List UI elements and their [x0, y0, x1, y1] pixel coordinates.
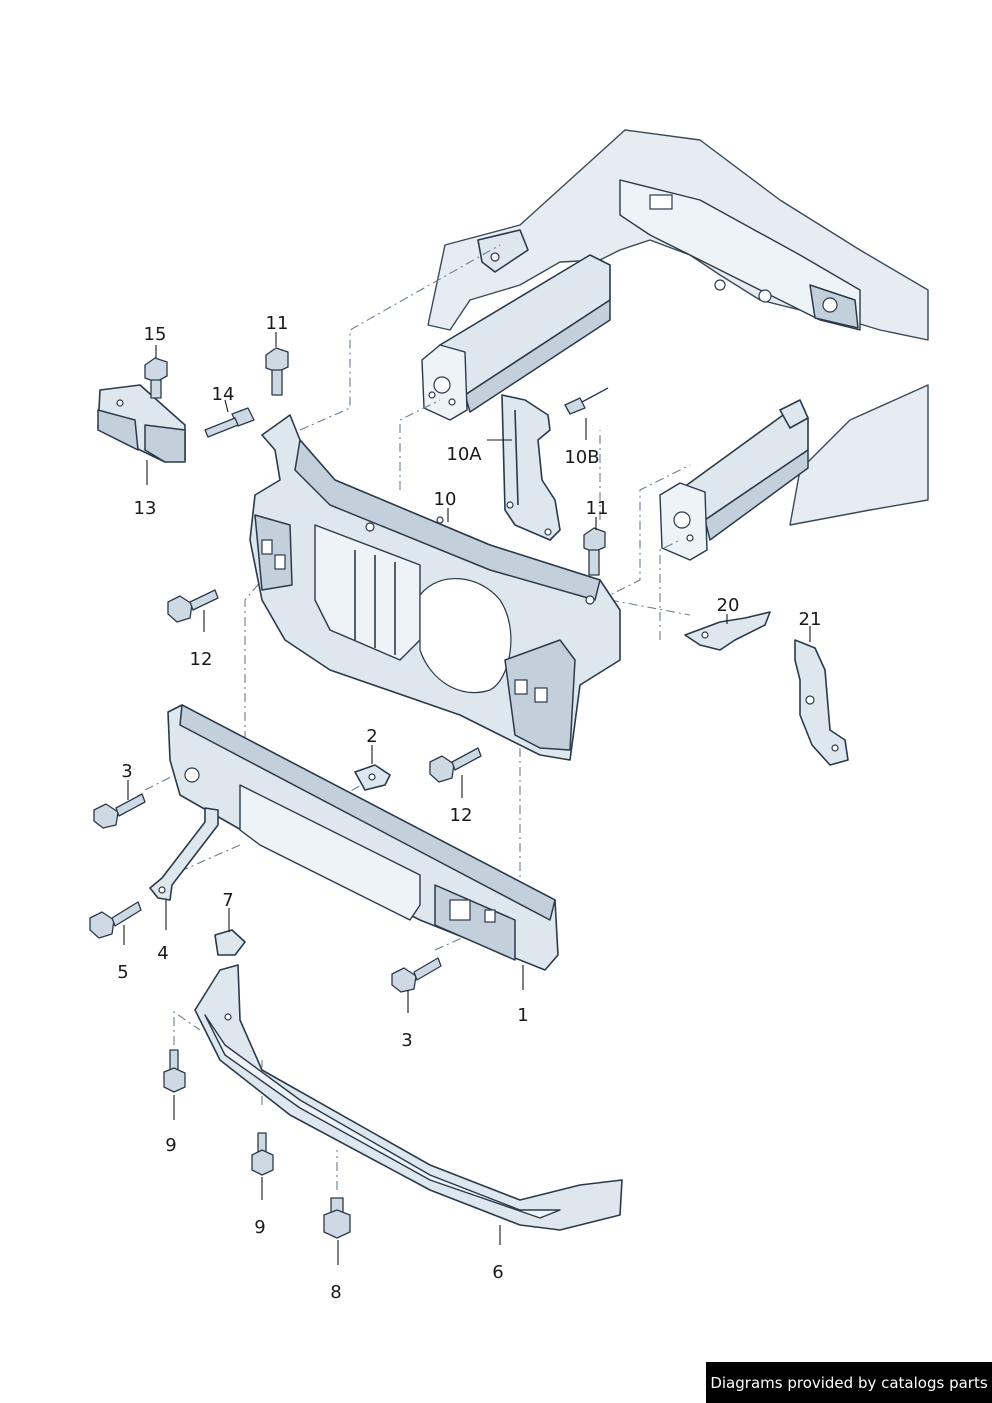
- callout-20: 20: [717, 595, 740, 616]
- callout-11-right: 11: [586, 498, 609, 519]
- callout-1: 1: [517, 1005, 528, 1026]
- callout-leader-lines: [123, 332, 811, 1265]
- bolt-part-11-top[interactable]: [265, 347, 289, 396]
- rivet-part-10b[interactable]: [564, 387, 609, 415]
- pin-part-8[interactable]: [323, 1197, 351, 1239]
- watermark-banner: Diagrams provided by catalogs parts: [706, 1362, 992, 1403]
- bracket-part-21[interactable]: [794, 639, 849, 766]
- vehicle-front-body: [421, 129, 929, 561]
- assembly-guide-lines: [144, 244, 691, 1190]
- callout-6: 6: [492, 1262, 503, 1283]
- lock-carrier-part-10[interactable]: [249, 414, 621, 761]
- bolt-part-9-left[interactable]: [163, 1049, 186, 1093]
- callout-3-bottom: 3: [401, 1030, 412, 1051]
- callout-labels: 15 14 13 11 11 10A 10B 10 12 12 20 21 2 …: [117, 313, 821, 1303]
- callout-10b: 10B: [564, 447, 599, 468]
- callout-10a: 10A: [446, 444, 482, 465]
- callout-10: 10: [434, 489, 457, 510]
- bracket-part-13[interactable]: [97, 384, 186, 463]
- clip-nut-part-2[interactable]: [354, 764, 391, 791]
- bracket-part-20[interactable]: [684, 611, 771, 651]
- spoiler-part-6[interactable]: [194, 964, 623, 1231]
- bolt-part-9-right[interactable]: [251, 1132, 274, 1176]
- callout-11-top: 11: [266, 313, 289, 334]
- screw-part-3-left[interactable]: [93, 793, 146, 829]
- callout-14: 14: [212, 384, 235, 405]
- callout-12-right: 12: [450, 805, 473, 826]
- callout-21: 21: [799, 609, 822, 630]
- clip-part-7[interactable]: [214, 929, 246, 956]
- bolt-part-14[interactable]: [204, 407, 255, 438]
- cross-member-part-1[interactable]: [167, 704, 559, 971]
- bolt-part-12-left[interactable]: [167, 589, 219, 623]
- bolt-part-12-right[interactable]: [429, 747, 482, 783]
- callout-4: 4: [157, 943, 168, 964]
- callout-13: 13: [134, 498, 157, 519]
- callout-15: 15: [144, 324, 167, 345]
- callout-8: 8: [330, 1282, 341, 1303]
- bolt-part-5[interactable]: [89, 901, 142, 939]
- support-strut-part-4[interactable]: [149, 807, 219, 901]
- callout-5: 5: [117, 962, 128, 983]
- callout-3-left: 3: [121, 761, 132, 782]
- screw-part-3-bottom[interactable]: [391, 957, 442, 993]
- bolt-part-11-right[interactable]: [583, 527, 606, 576]
- callout-9-left: 9: [165, 1135, 176, 1156]
- bracket-part-10a[interactable]: [501, 394, 561, 541]
- callout-2: 2: [366, 726, 377, 747]
- callout-9-right: 9: [254, 1217, 265, 1238]
- bolt-part-15[interactable]: [144, 357, 168, 399]
- callout-7: 7: [222, 890, 233, 911]
- callout-12-left: 12: [190, 649, 213, 670]
